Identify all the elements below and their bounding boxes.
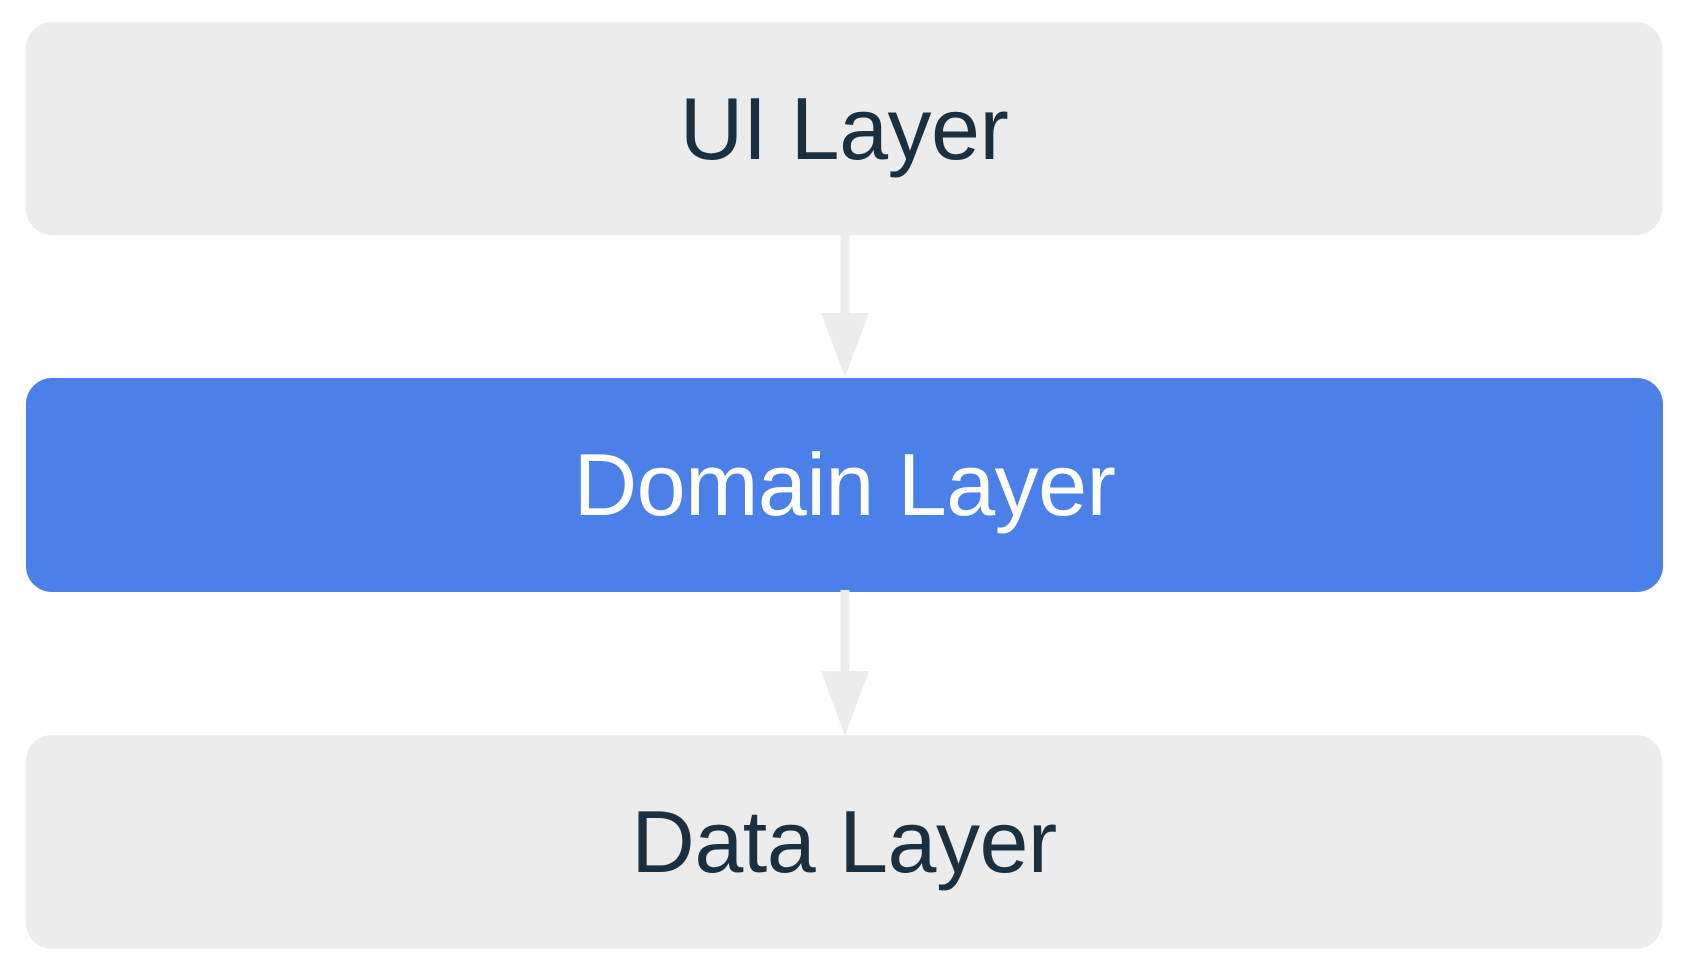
node-data-layer[interactable]: Data Layer xyxy=(26,735,1662,949)
node-domain-layer-label: Domain Layer xyxy=(573,435,1116,534)
node-domain-layer[interactable]: Domain Layer xyxy=(26,378,1663,592)
node-ui-layer-label: UI Layer xyxy=(679,78,1009,178)
node-ui-layer[interactable]: UI Layer xyxy=(26,22,1662,235)
node-data-layer-label: Data Layer xyxy=(631,792,1057,891)
edge-arrow-domain-to-data-icon xyxy=(820,590,870,736)
edge-arrow-ui-to-domain-icon xyxy=(820,233,870,377)
